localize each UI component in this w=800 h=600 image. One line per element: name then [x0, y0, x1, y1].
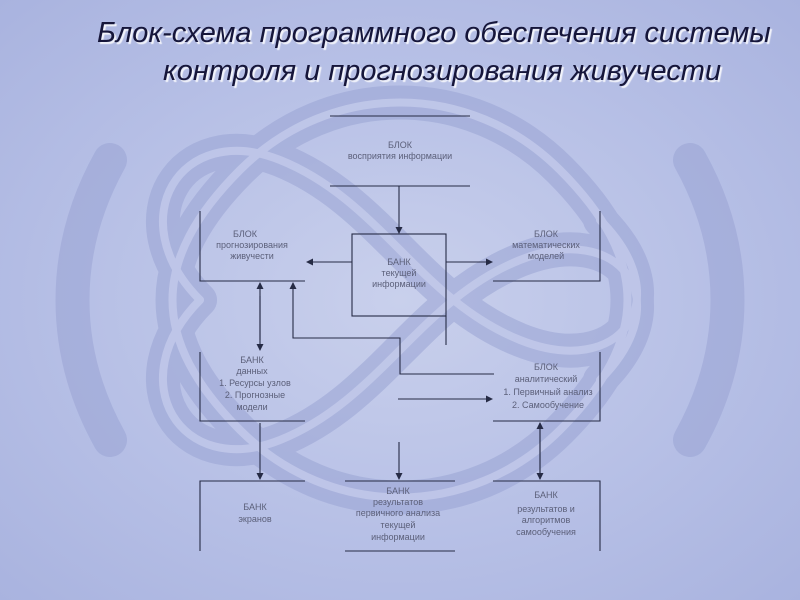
primary-results-bank-line1: БАНК	[386, 486, 410, 496]
data-bank-line1: БАНК	[240, 355, 264, 365]
forecast-block-line1: БЛОК	[233, 229, 258, 239]
math-models-block-line3: моделей	[528, 251, 564, 261]
analytic-block-line2: аналитический	[515, 374, 578, 384]
primary-results-bank-line5: информации	[371, 532, 425, 542]
title-line-2: контроля и прогнозирования живучести	[163, 55, 722, 87]
forecast-block: БЛОК прогнозирования живучести	[199, 211, 305, 282]
forecast-block-line3: живучести	[230, 251, 273, 261]
screens-bank: БАНК экранов	[199, 480, 305, 551]
current-info-bank-line3: информации	[372, 279, 426, 289]
math-models-block-line1: БЛОК	[534, 229, 559, 239]
arrow-analytic-to-forecast	[289, 282, 494, 375]
data-bank-line4: 2. Прогнозные	[225, 390, 285, 400]
data-bank-line2: данных	[236, 366, 268, 376]
slide-title: Блок-схема программного обеспечения сист…	[0, 14, 800, 90]
screens-bank-line1: БАНК	[243, 502, 267, 512]
perception-block-line1: БЛОК	[388, 140, 413, 150]
data-bank-line3: 1. Ресурсы узлов	[219, 378, 291, 388]
analytic-block-line1: БЛОК	[534, 362, 559, 372]
primary-results-bank: БАНК результатов первичного анализа теку…	[345, 480, 455, 552]
perception-block: БЛОК восприятия информации	[330, 115, 470, 187]
primary-results-bank-line4: текущей	[381, 520, 416, 530]
current-info-bank: БАНК текущей информации	[351, 233, 447, 317]
forecast-block-line2: прогнозирования	[216, 240, 288, 250]
current-info-bank-line2: текущей	[382, 268, 417, 278]
analytic-block: БЛОК аналитический 1. Первичный анализ 2…	[493, 352, 601, 422]
learning-results-bank-line1: БАНК	[534, 490, 558, 500]
data-bank: БАНК данных 1. Ресурсы узлов 2. Прогнозн…	[199, 352, 305, 422]
math-models-block-line2: математических	[512, 240, 580, 250]
learning-results-bank-line2: результатов и	[517, 504, 575, 514]
primary-results-bank-line3: первичного анализа	[356, 508, 440, 518]
learning-results-bank: БАНК результатов и алгоритмов самообучен…	[493, 480, 601, 551]
primary-results-bank-line2: результатов	[373, 497, 423, 507]
learning-results-bank-line4: самообучения	[516, 527, 576, 537]
math-models-block: БЛОК математических моделей	[493, 211, 601, 282]
analytic-block-line4: 2. Самообучение	[512, 400, 584, 410]
screens-bank-line2: экранов	[238, 514, 272, 524]
title-line-1: Блок-схема программного обеспечения сист…	[97, 17, 771, 49]
perception-block-line2: восприятия информации	[348, 151, 452, 161]
analytic-block-line3: 1. Первичный анализ	[503, 387, 592, 397]
learning-results-bank-line3: алгоритмов	[522, 515, 571, 525]
data-bank-line5: модели	[236, 402, 267, 412]
current-info-bank-line1: БАНК	[387, 257, 411, 267]
connectors	[256, 186, 544, 480]
